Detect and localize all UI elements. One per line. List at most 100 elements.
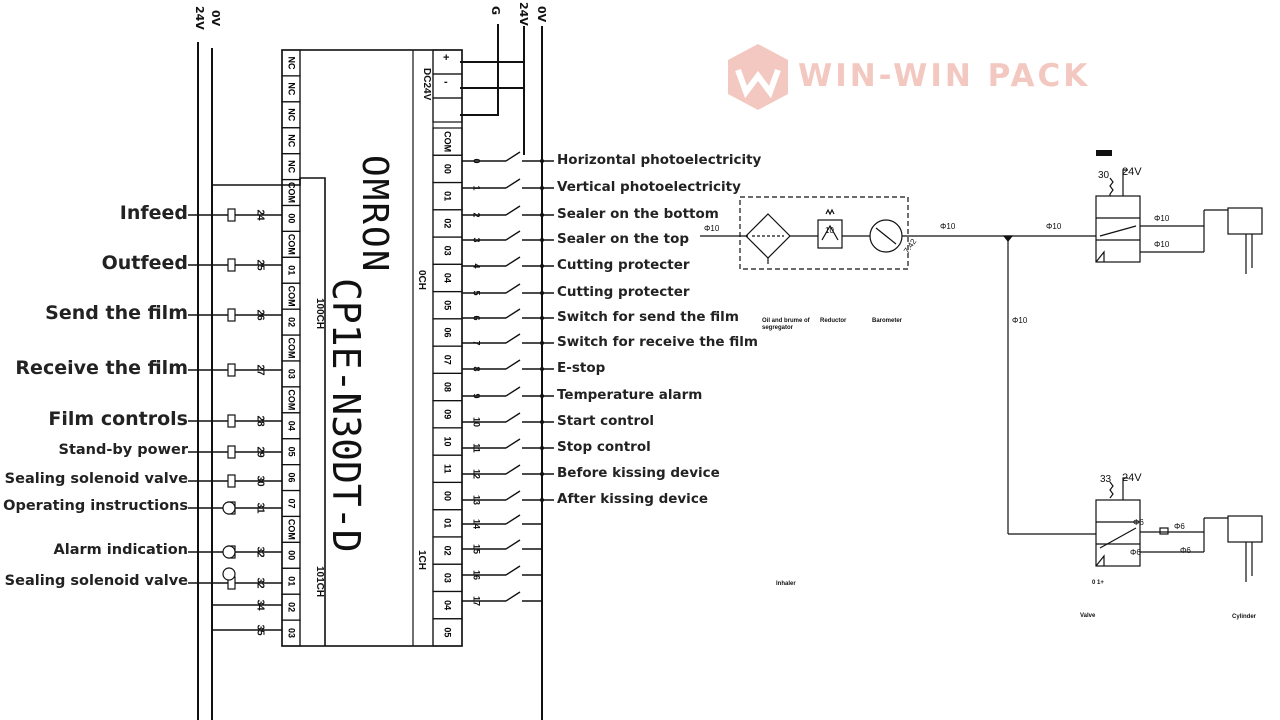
lamp-icon — [222, 545, 236, 559]
pipe-label-in: Φ10 — [704, 224, 720, 233]
pipe-label-cyl1-a: Φ10 — [1154, 214, 1170, 223]
input-switch — [505, 490, 521, 501]
left-terminal-label: COM — [287, 338, 297, 359]
spare-input-switch — [505, 591, 521, 602]
input-switch — [505, 230, 521, 241]
plc-minus: - — [444, 76, 448, 88]
left-terminal-label: COM — [287, 519, 297, 540]
right-terminal-label: 10 — [443, 437, 453, 447]
rail-junction — [540, 420, 544, 424]
plc-plus: + — [443, 52, 450, 64]
input-wire-number: 6 — [472, 315, 482, 320]
left-terminal-label: 03 — [287, 369, 297, 379]
input-label: Horizontal photoelectricity — [557, 152, 762, 168]
input-label: Sealer on the top — [557, 231, 690, 247]
input-wire-number: 4 — [472, 263, 482, 268]
left-terminal-label: NC — [287, 56, 297, 69]
label-valve: Valve — [1080, 613, 1096, 619]
output-fuse — [227, 445, 236, 459]
output-wire-number: 30 — [254, 475, 265, 487]
rail-junction — [540, 213, 544, 217]
input-wire-number: 7 — [472, 340, 482, 345]
input-label: Before kissing device — [557, 465, 720, 481]
output-label: Operating instructions — [3, 498, 188, 514]
input-switch — [505, 438, 521, 449]
rail-junction — [540, 472, 544, 476]
input-wire-number: 3 — [472, 237, 482, 242]
left-terminal-label: COM — [287, 234, 297, 255]
label-reductor: Reductor — [820, 318, 847, 324]
spare-output-wire-number: 34 — [254, 599, 265, 611]
input-switch — [505, 205, 521, 216]
left-terminal-label: 02 — [287, 602, 297, 612]
right-terminal-label: 01 — [443, 191, 453, 201]
input-switch — [505, 464, 521, 475]
left-terminal-label: COM — [287, 182, 297, 203]
left-terminal-label: 01 — [287, 576, 297, 586]
rail-junction — [540, 238, 544, 242]
input-label: Cutting protecter — [557, 257, 690, 273]
rail-junction — [540, 498, 544, 502]
right-terminal-label: 03 — [443, 246, 453, 256]
right-terminal-label: 00 — [443, 164, 453, 174]
input-label: Vertical photoelectricity — [557, 179, 741, 195]
input-wire-number: 12 — [472, 469, 482, 479]
lamp-icon — [222, 567, 236, 581]
left-terminal-label: NC — [287, 108, 297, 121]
valve1-voltage: 24V — [1122, 166, 1142, 178]
left-terminal-label: 01 — [287, 265, 297, 275]
right-terminal-label: COM — [443, 131, 453, 152]
right-terminal-label: 03 — [443, 573, 453, 583]
output-label: Film controls — [48, 408, 188, 430]
output-label: Send the film — [45, 302, 188, 324]
output-wire-number: 28 — [254, 415, 265, 427]
rail-junction — [540, 186, 544, 190]
left-terminal-label: 04 — [287, 421, 297, 431]
input-label: Sealer on the bottom — [557, 206, 719, 222]
output-label: Sealing solenoid valve — [4, 573, 188, 589]
output-label: Receive the film — [15, 357, 188, 379]
spare-input-switch — [505, 539, 521, 550]
label-inhaler: Inhaler — [776, 581, 796, 587]
spare-input-wire-number: 15 — [472, 544, 482, 554]
output-label: Stand-by power — [58, 442, 188, 458]
left-terminal-label: 06 — [287, 473, 297, 483]
input-wire-number: 5 — [472, 290, 482, 295]
valve1-number: 30 — [1098, 170, 1110, 181]
spare-output-wire-number: 35 — [254, 624, 265, 636]
valve2-number: 33 — [1100, 474, 1112, 485]
right-terminal-label: 02 — [443, 546, 453, 556]
output-wire-number: 25 — [254, 259, 265, 271]
left-terminal-label: NC — [287, 134, 297, 147]
input-wire-number: 10 — [472, 417, 482, 427]
input-label: Switch for receive the film — [557, 334, 758, 350]
input-label: After kissing device — [557, 491, 708, 507]
left-terminal-box — [281, 619, 301, 647]
valve2-voltage: 24V — [1122, 472, 1142, 484]
input-switch — [505, 283, 521, 294]
input-label: E-stop — [557, 360, 606, 376]
input-switch — [505, 151, 521, 162]
left-terminal-label: 02 — [287, 317, 297, 327]
right-terminal-label: 05 — [443, 627, 453, 637]
regulator-value: 10 — [825, 226, 834, 235]
pipe-label-cyl1-b: Φ10 — [1154, 240, 1170, 249]
output-wire-number: 32 — [254, 546, 265, 558]
rail-junction — [540, 367, 544, 371]
input-label: Start control — [557, 413, 654, 429]
input-label: Temperature alarm — [557, 387, 703, 403]
right-terminal-box — [432, 618, 463, 647]
output-fuse — [227, 258, 236, 272]
input-switch — [505, 412, 521, 423]
power-terminal-box — [432, 97, 463, 123]
output-wire-number: 31 — [254, 502, 265, 514]
input-label: Stop control — [557, 439, 651, 455]
input-wire-number: 13 — [472, 495, 482, 505]
spare-input-switch — [505, 514, 521, 525]
spare-input-wire-number: 14 — [472, 519, 482, 529]
left-terminal-label: NC — [287, 160, 297, 173]
input-wire-number: 8 — [472, 366, 482, 371]
output-label: Alarm indication — [53, 542, 189, 558]
output-wire-number: 32 — [254, 577, 265, 589]
